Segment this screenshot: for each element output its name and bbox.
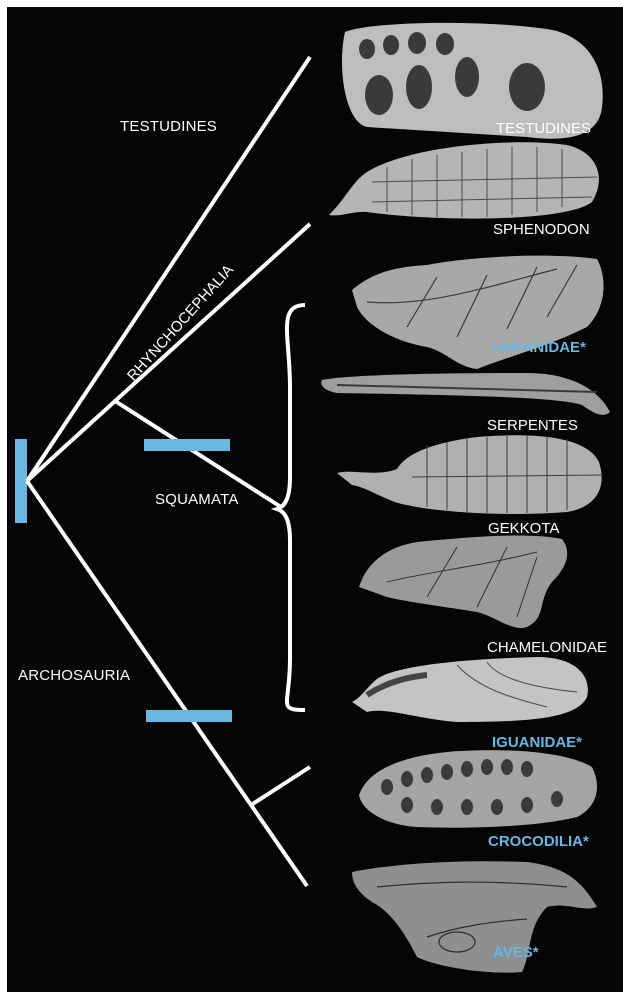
taxon-label: CHAMELONIDAE [487, 639, 607, 656]
clade-label-squamata: SQUAMATA [155, 491, 239, 508]
taxon-label: SPHENODON [493, 221, 590, 238]
squamata-marker [144, 439, 230, 451]
taxon-label: TESTUDINES [496, 120, 591, 137]
taxon-label: SERPENTES [487, 417, 578, 434]
taxon-label: GEKKOTA [488, 520, 559, 537]
taxon-label: IGUANIDAE* [492, 734, 582, 751]
specimen-aves [352, 861, 597, 972]
taxon-label: VARANIDAE* [492, 339, 586, 356]
branch-crocodilia [251, 767, 310, 805]
root-marker [15, 439, 27, 523]
specimen-iguanidae [352, 657, 588, 722]
taxon-label: AVES* [493, 944, 539, 961]
clade-label-testudines: TESTUDINES [120, 118, 217, 135]
specimen-crocodilia [359, 750, 597, 828]
clade-label-archosauria: ARCHOSAURIA [18, 667, 130, 684]
specimen-testudines-2 [329, 142, 599, 218]
specimen-serpentes [321, 373, 610, 415]
archosauria-marker [146, 710, 232, 722]
specimen-gekkota [337, 435, 602, 514]
taxon-label: CROCODILIA* [488, 833, 589, 850]
squamata-brace [277, 305, 305, 710]
phylogeny-figure: TESTUDINES RHYNCHOCEPHALIA SQUAMATA ARCH… [7, 7, 623, 992]
specimen-chamelonidae [359, 536, 567, 628]
